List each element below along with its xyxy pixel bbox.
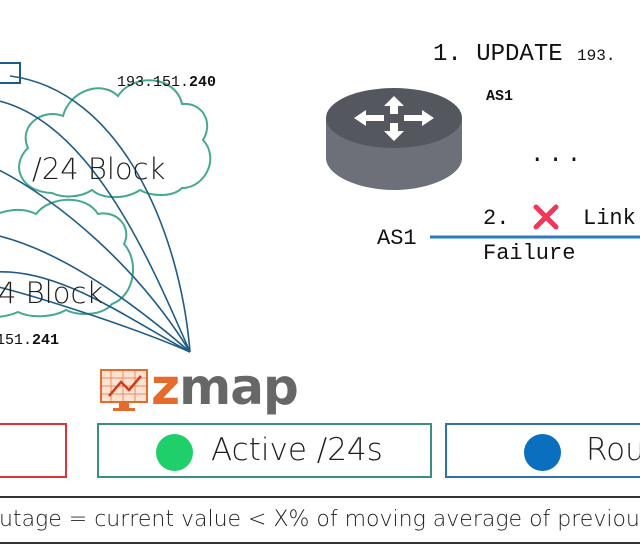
arc-4 [0, 235, 191, 353]
definition-box: utage = current value < X% of moving ave… [0, 496, 640, 544]
legend-box-routed: Rou [445, 423, 640, 478]
step1-line: 1. UPDATE 193. [433, 41, 616, 68]
definition-text: utage = current value < X% of moving ave… [0, 507, 640, 532]
cloud-bottom-shape [0, 198, 135, 318]
target-box [0, 62, 21, 84]
cloud-top-ip: 193.151.240 [117, 74, 217, 91]
arc-1 [9, 75, 191, 353]
step1-as: AS1 [486, 88, 514, 105]
legend-box-1 [0, 423, 67, 478]
step2-link: Link [583, 206, 636, 231]
zmap-logo: zmap [99, 362, 299, 416]
routed-dot-icon [524, 434, 561, 471]
step2-failure: Failure [483, 241, 576, 266]
step2-number: 2. [483, 206, 510, 231]
arc-3 [0, 169, 191, 353]
ellipsis: ... [530, 142, 586, 169]
arc-5 [0, 271, 191, 353]
arc-6 [0, 286, 191, 353]
cloud-top-label: /24 Block [32, 152, 166, 186]
arc-2 [0, 100, 191, 353]
legend-routed-label: Rou [586, 432, 640, 468]
fail-x-icon [533, 204, 559, 230]
cloud-bottom-label: 4 Block [0, 276, 104, 310]
legend-box-active: Active /24s [97, 423, 432, 478]
zmap-monitor-icon [100, 369, 148, 411]
cloud-bottom-ip: 151.241 [0, 332, 60, 349]
legend-active-label: Active /24s [211, 432, 383, 468]
active-dot-icon [156, 434, 193, 471]
zmap-z: z [151, 358, 180, 416]
zmap-rest: map [179, 358, 299, 416]
probe-arcs [0, 75, 191, 353]
router-icon [326, 88, 462, 190]
as1-label: AS1 [377, 226, 417, 251]
